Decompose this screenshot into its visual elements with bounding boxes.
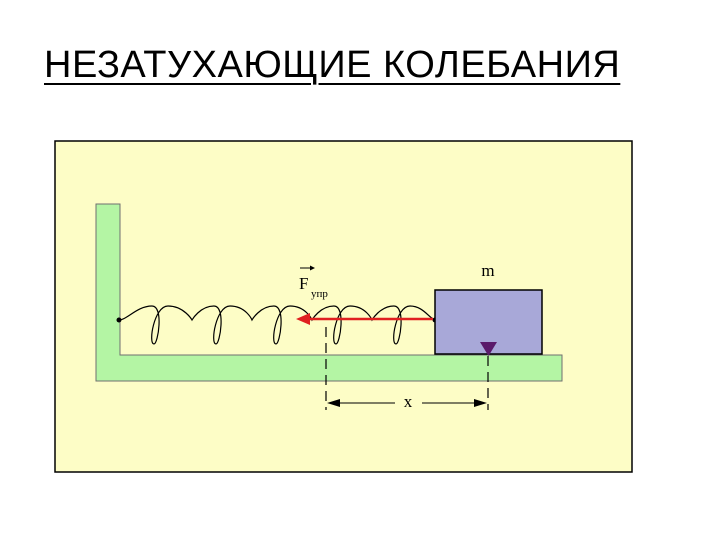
position-marker-icon: [480, 342, 497, 356]
displacement-label: x: [404, 392, 413, 411]
displacement-arrowhead-right: [474, 399, 487, 407]
mass-label: m: [481, 261, 494, 280]
force-arrowhead: [296, 313, 310, 325]
spring: [118, 305, 437, 345]
slide-title: НЕЗАТУХАЮЩИЕ КОЛЕБАНИЯ: [44, 44, 621, 86]
displacement-arrowhead-left: [327, 399, 340, 407]
spring-wall-anchor: [116, 317, 122, 323]
force-vector-tip: [310, 265, 315, 271]
force-label: F: [299, 274, 308, 293]
diagram-panel: [54, 140, 633, 473]
wall-and-floor: [95, 203, 563, 382]
force-subscript: упр: [311, 288, 328, 300]
